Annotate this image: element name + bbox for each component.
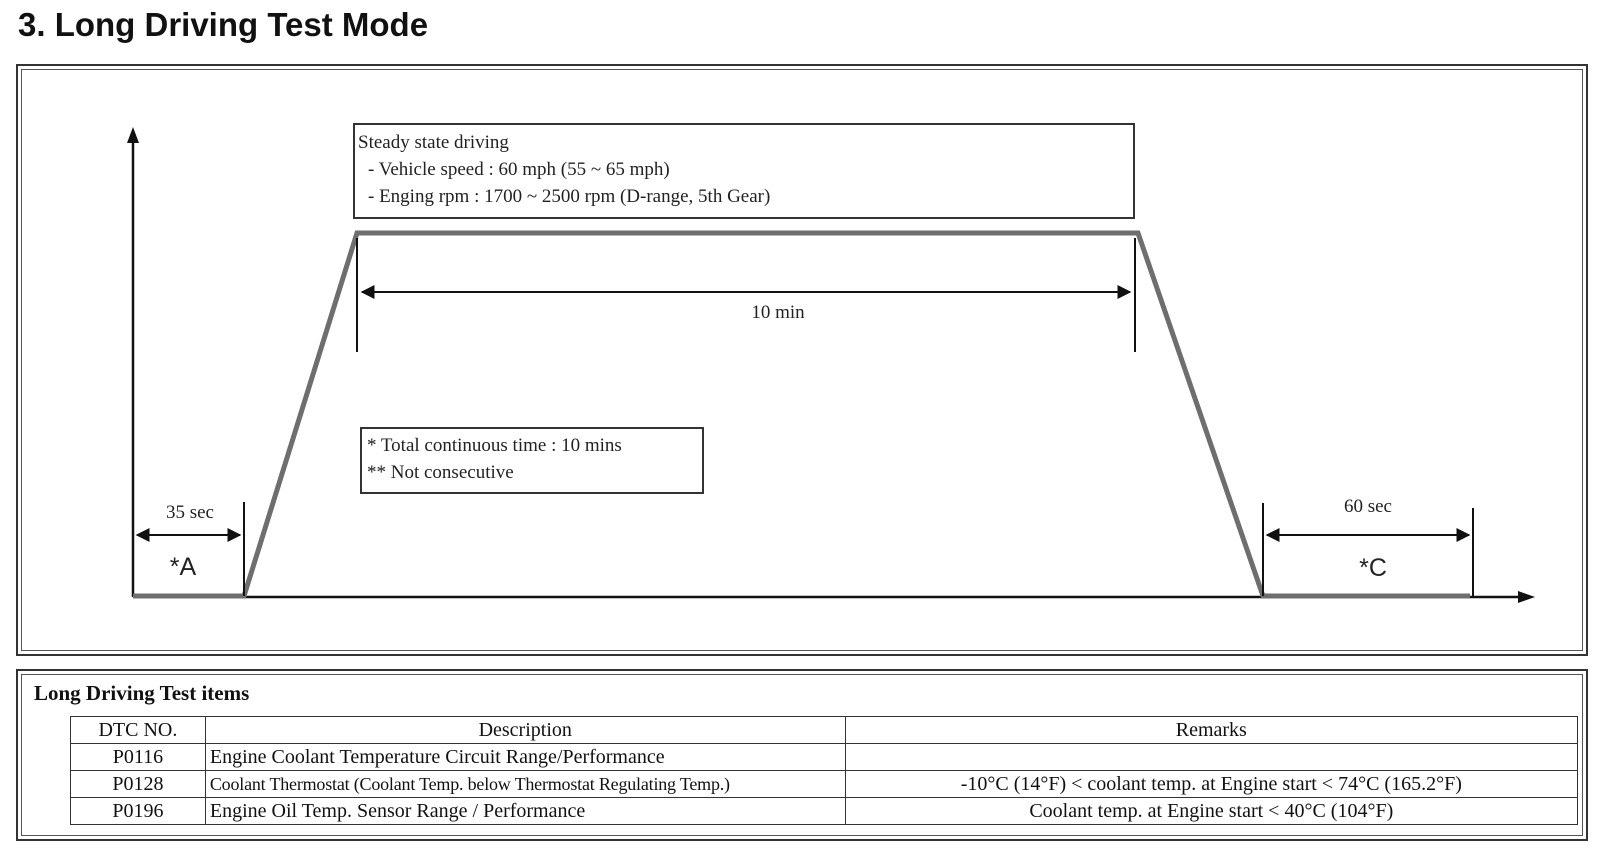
table-row: P0128 Coolant Thermostat (Coolant Temp. …: [70, 770, 1579, 798]
column-header-dtc: DTC NO.: [70, 716, 206, 744]
note-total-time: * Total continuous time : 10 mins: [367, 435, 622, 456]
table-row: P0116 Engine Coolant Temperature Circuit…: [70, 743, 1579, 771]
dtc-code: P0128: [70, 770, 206, 798]
dtc-code: P0196: [70, 797, 206, 825]
steady-state-rpm: - Enging rpm : 1700 ~ 2500 rpm (D-range,…: [368, 186, 770, 207]
steady-state-speed: - Vehicle speed : 60 mph (55 ~ 65 mph): [368, 159, 670, 180]
column-header-remarks: Remarks: [844, 716, 1579, 744]
dtc-table: DTC NO. Description Remarks P0116 Engine…: [70, 716, 1579, 825]
left-interval-label: 35 sec: [166, 502, 214, 523]
page-title: 3. Long Driving Test Mode: [18, 6, 429, 43]
right-interval-marker: *C: [1359, 554, 1387, 582]
x-axis-arrowhead: [1518, 591, 1535, 603]
table-header-row: DTC NO. Description Remarks: [70, 716, 1579, 744]
right-interval-label: 60 sec: [1344, 496, 1392, 517]
dtc-description: Engine Oil Temp. Sensor Range / Performa…: [204, 797, 846, 825]
column-header-description: Description: [204, 716, 846, 744]
drive-cycle-diagram-frame: [16, 64, 1588, 656]
dtc-description: Engine Coolant Temperature Circuit Range…: [204, 743, 846, 771]
dtc-description: Coolant Thermostat (Coolant Temp. below …: [204, 770, 846, 798]
dtc-remarks: -10°C (14°F) < coolant temp. at Engine s…: [844, 770, 1579, 798]
left-interval-marker: *A: [170, 553, 197, 581]
note-box: [360, 427, 704, 494]
dtc-code: P0116: [70, 743, 206, 771]
table-row: P0196 Engine Oil Temp. Sensor Range / Pe…: [70, 797, 1579, 825]
test-items-title: Long Driving Test items: [34, 681, 250, 705]
y-axis-arrowhead: [127, 127, 139, 143]
note-not-consecutive: ** Not consecutive: [367, 462, 514, 483]
steady-state-box: [353, 123, 1135, 219]
dtc-remarks: Coolant temp. at Engine start < 40°C (10…: [844, 797, 1579, 825]
dtc-remarks: [844, 743, 1579, 771]
steady-state-title: Steady state driving: [358, 132, 509, 153]
test-items-panel: Long Driving Test items DTC NO. Descript…: [16, 669, 1588, 841]
duration-label: 10 min: [751, 302, 805, 323]
speed-profile-trace: [133, 230, 1470, 599]
